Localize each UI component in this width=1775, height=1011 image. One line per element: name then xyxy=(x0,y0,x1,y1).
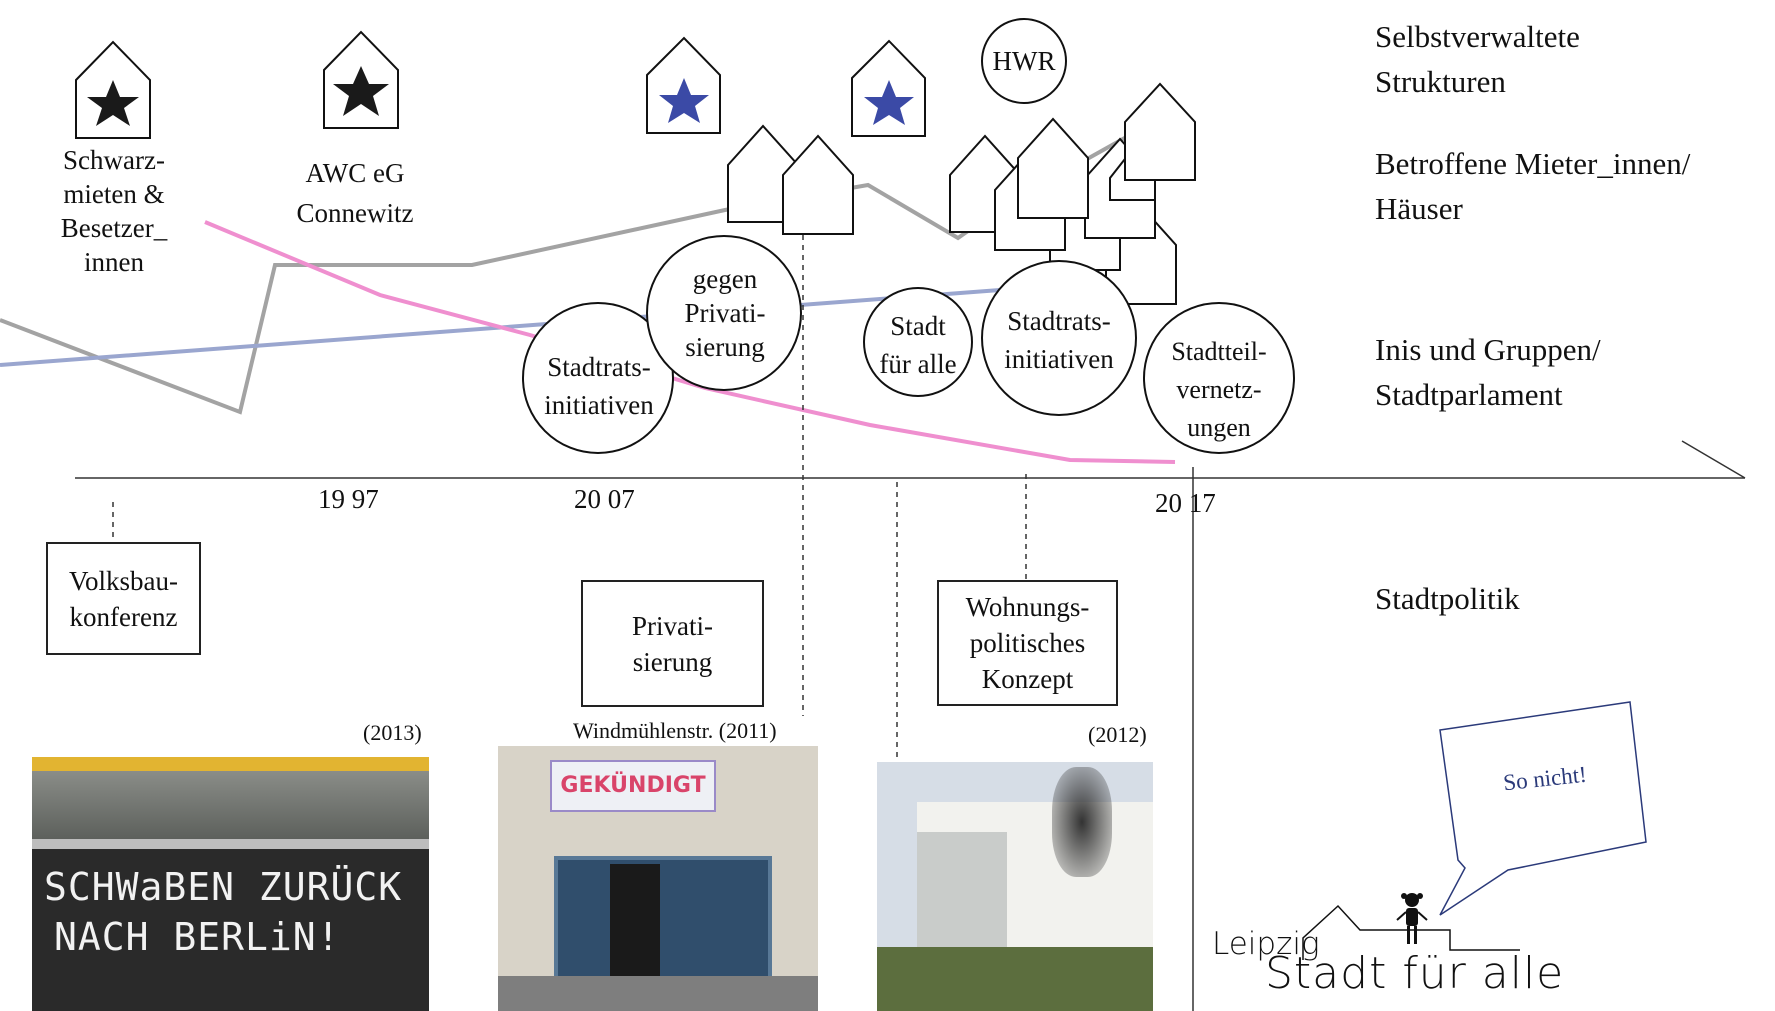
star-icon xyxy=(864,80,914,125)
label-line: Stadtteil- xyxy=(1171,337,1267,366)
year-2007: 20 07 xyxy=(574,484,635,514)
year-1997: 19 97 xyxy=(318,484,379,514)
category-selbstverwaltete-strukturen: Selbstverwaltete Strukturen xyxy=(1375,14,1580,104)
circle-hwr xyxy=(981,18,1067,104)
photo-graffiti-wall: SCHWaBEN ZURÜCK NACH BERLiN! xyxy=(32,757,429,1011)
photo-street xyxy=(498,976,818,1011)
stadtrats-initiativen-2-label: Stadtrats- initiativen xyxy=(987,302,1131,378)
box-volksbaukonferenz: Volksbau- konferenz xyxy=(46,542,201,655)
star-icon xyxy=(333,66,389,116)
label-line: Privati- xyxy=(684,298,766,328)
label-line: initiativen xyxy=(1004,344,1114,374)
label-line: Privati- xyxy=(632,610,713,641)
label-line: Stadtrats- xyxy=(547,352,651,382)
label-line: Strukturen xyxy=(1375,64,1506,99)
photo-windmuehlenstr-storefront: GEKÜNDIGT xyxy=(498,746,818,1011)
label-line: Schwarz- xyxy=(63,145,165,175)
label-line: initiativen xyxy=(544,390,654,420)
label-line: AWC eG xyxy=(305,158,405,188)
label-line: innen xyxy=(84,247,144,277)
graffiti-line: SCHWaBEN ZURÜCK xyxy=(44,865,403,909)
circle-gegen-privatisierung xyxy=(646,235,802,391)
category-betroffene-mieter: Betroffene Mieter_innen/ Häuser xyxy=(1375,141,1690,231)
label-line: sierung xyxy=(632,646,713,677)
stadtrats-initiativen-1-label: Stadtrats- initiativen xyxy=(527,348,671,424)
photo-modern-houses xyxy=(877,762,1153,1011)
photo-caption-windmuehlenstr: Windmühlenstr. (2011) xyxy=(573,718,777,743)
photo-wall-top xyxy=(32,839,429,849)
label-line: mieten & xyxy=(63,179,165,209)
label-line: Häuser xyxy=(1375,191,1463,226)
house-blue-star-2 xyxy=(851,39,926,137)
photo-shop-window xyxy=(554,856,772,984)
label-line: für alle xyxy=(879,349,957,379)
star-icon xyxy=(87,80,139,126)
circle-stadtrats-initiativen-2 xyxy=(981,260,1137,416)
label-line: konferenz xyxy=(69,601,178,632)
label-line: Volksbau- xyxy=(68,565,178,596)
stadtteil-vernetzungen-label: Stadtteil- vernetz- ungen xyxy=(1146,333,1292,447)
photo-door xyxy=(610,864,660,976)
label-line: Besetzer_ xyxy=(60,213,168,243)
circle-stadtteil-vernetzungen xyxy=(1143,302,1295,454)
label-line: Stadtrats- xyxy=(1007,306,1111,336)
photo-tram-window xyxy=(32,771,429,839)
label-line: Stadt xyxy=(890,311,946,341)
star-icon xyxy=(659,78,709,123)
label-line: ungen xyxy=(1187,413,1251,442)
label-line: sierung xyxy=(685,332,765,362)
category-stadtpolitik: Stadtpolitik xyxy=(1375,581,1520,616)
house-blue-star-1 xyxy=(646,36,721,134)
label-line: Konzept xyxy=(981,664,1074,694)
logo-leipzig: Leipzig xyxy=(1212,926,1320,962)
stadt-fuer-alle-label: Stadt für alle xyxy=(866,307,970,383)
house-outline xyxy=(1017,117,1089,219)
house-outline xyxy=(1124,82,1196,181)
label-line: Connewitz xyxy=(296,198,414,228)
label-line: vernetz- xyxy=(1176,375,1262,404)
house-black-star-1 xyxy=(75,40,151,139)
circle-stadt-fuer-alle xyxy=(863,287,973,397)
year-2017: 20 17 xyxy=(1155,488,1216,518)
label-line: Betroffene Mieter_innen/ xyxy=(1375,146,1691,181)
photo-caption-2012: (2012) xyxy=(1088,722,1147,747)
gegen-privatisierung-label: gegen Privati- sierung xyxy=(655,262,795,364)
label-line: Stadtparlament xyxy=(1375,377,1563,412)
label-line: Inis und Gruppen/ xyxy=(1375,332,1601,367)
speech-bubble xyxy=(1439,701,1647,916)
hwr-label: HWR xyxy=(992,46,1056,76)
axis-arrow-tip xyxy=(1681,440,1746,479)
category-inis-und-gruppen: Inis und Gruppen/ Stadtparlament xyxy=(1375,327,1601,417)
label-schwarzmieten: Schwarz- mieten & Besetzer_ innen xyxy=(44,143,184,279)
graffiti-line: NACH BERLiN! xyxy=(54,915,341,959)
box-privatisierung: Privati- sierung xyxy=(581,580,764,707)
logo-stadt-fuer-alle: Stadt für alle xyxy=(1265,948,1565,999)
photo-banner: GEKÜNDIGT xyxy=(550,760,716,812)
label-awc-connewitz: AWC eG Connewitz xyxy=(270,153,440,233)
logo-house-icon xyxy=(1302,904,1520,960)
girl-figure-icon xyxy=(1396,893,1428,944)
photo-vegetation xyxy=(877,947,1153,1011)
box-wohnungspolitisches-konzept: Wohnungs- politisches Konzept xyxy=(937,580,1118,706)
label-line: Wohnungs- xyxy=(965,592,1090,622)
circle-stadtrats-initiativen-1 xyxy=(522,302,674,454)
photo-caption-2013: (2013) xyxy=(363,720,422,745)
label-line: Selbstverwaltete xyxy=(1375,19,1580,54)
photo-tram-band xyxy=(32,757,429,771)
label-line: gegen xyxy=(692,264,758,294)
graffiti-text: SCHWaBEN ZURÜCK NACH BERLiN! xyxy=(44,862,402,962)
house-black-star-2 xyxy=(323,30,399,129)
photo-house-shadow xyxy=(917,832,1007,962)
house-outline xyxy=(782,134,854,235)
photo-scorch-mark xyxy=(1052,767,1112,877)
label-line: politisches xyxy=(969,628,1086,658)
